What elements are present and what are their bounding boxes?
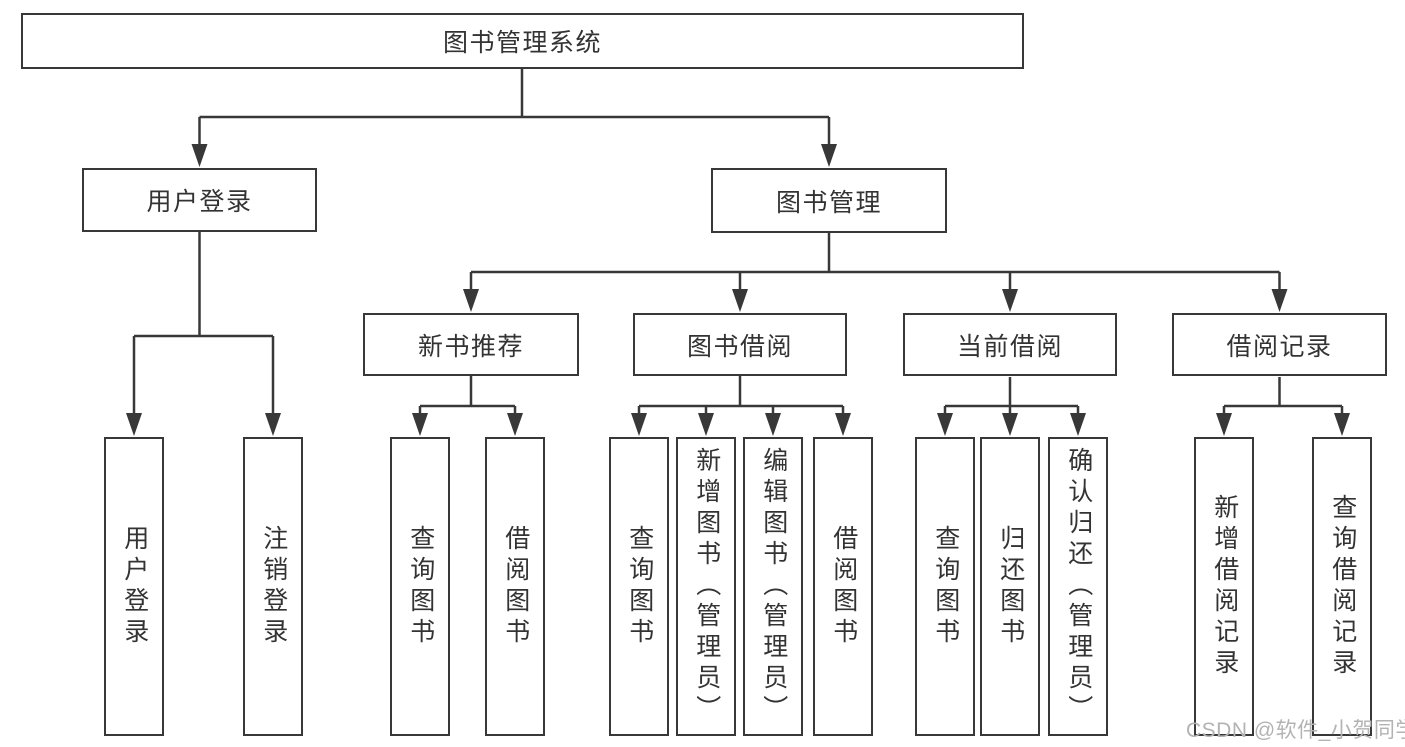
leaf-query-books-borrowing: 查询图书 — [609, 437, 669, 736]
leaf-query-borrow-record-label: 查询借阅记录 — [1328, 493, 1357, 680]
connector-new-book-recommendation — [418, 376, 517, 422]
leaf-add-borrow-record-label: 新增借阅记录 — [1210, 493, 1239, 680]
leaf-logout-label: 注销登录 — [259, 524, 288, 649]
node-borrowing-records-label: 借阅记录 — [1226, 332, 1333, 361]
leaf-confirm-return-admin: 确认归还（管理员） — [1048, 437, 1108, 736]
leaf-add-book-admin: 新增图书（管理员） — [676, 437, 736, 736]
node-book-management: 图书管理 — [711, 168, 947, 233]
leaf-borrow-books-recommend-label: 借阅图书 — [501, 524, 530, 649]
node-current-borrowing-label: 当前借阅 — [956, 332, 1063, 361]
leaf-return-books: 归还图书 — [980, 437, 1040, 736]
node-book-borrowing: 图书借阅 — [633, 313, 847, 376]
connector-book-borrowing — [637, 376, 845, 422]
arrowheads — [126, 144, 1350, 436]
leaf-query-books-recommend-label: 查询图书 — [406, 524, 435, 649]
leaf-borrow-books-borrowing: 借阅图书 — [813, 437, 873, 736]
node-system-root: 图书管理系统 — [21, 13, 1024, 69]
connector-borrowing-records — [1222, 377, 1344, 422]
node-borrowing-records: 借阅记录 — [1172, 313, 1387, 376]
leaf-borrow-books-recommend: 借阅图书 — [485, 437, 545, 736]
node-new-book-recommendation: 新书推荐 — [363, 313, 579, 376]
leaf-borrow-books-borrowing-label: 借阅图书 — [829, 524, 858, 649]
leaf-query-books-current-label: 查询图书 — [931, 524, 960, 649]
connector-root — [198, 69, 831, 150]
leaf-query-books-current: 查询图书 — [915, 437, 975, 736]
node-new-book-recommendation-label: 新书推荐 — [417, 332, 524, 361]
connector-user-login — [132, 232, 275, 420]
leaf-confirm-return-admin-label: 确认归还（管理员） — [1064, 447, 1093, 726]
node-current-borrowing: 当前借阅 — [903, 313, 1117, 376]
leaf-edit-book-admin-label: 编辑图书（管理员） — [759, 447, 788, 726]
node-user-login: 用户登录 — [82, 168, 317, 232]
leaf-user-login: 用户登录 — [104, 437, 164, 736]
leaf-add-borrow-record: 新增借阅记录 — [1194, 437, 1254, 736]
connector-book-management — [469, 233, 1281, 298]
node-system-root-label: 图书管理系统 — [442, 29, 602, 57]
csdn-watermark: CSDN @软件_小贺同学 — [1186, 719, 1405, 742]
leaf-logout: 注销登录 — [243, 437, 303, 736]
leaf-return-books-label: 归还图书 — [996, 524, 1025, 649]
node-book-management-label: 图书管理 — [775, 188, 882, 217]
leaf-edit-book-admin: 编辑图书（管理员） — [743, 437, 803, 736]
leaf-add-book-admin-label: 新增图书（管理员） — [692, 447, 721, 726]
leaf-query-books-borrowing-label: 查询图书 — [625, 524, 654, 649]
leaf-query-borrow-record: 查询借阅记录 — [1312, 437, 1372, 736]
leaf-user-login-label: 用户登录 — [120, 524, 149, 649]
leaf-query-books-recommend: 查询图书 — [390, 437, 450, 736]
node-user-login-label: 用户登录 — [146, 188, 253, 216]
node-book-borrowing-label: 图书借阅 — [686, 332, 793, 361]
